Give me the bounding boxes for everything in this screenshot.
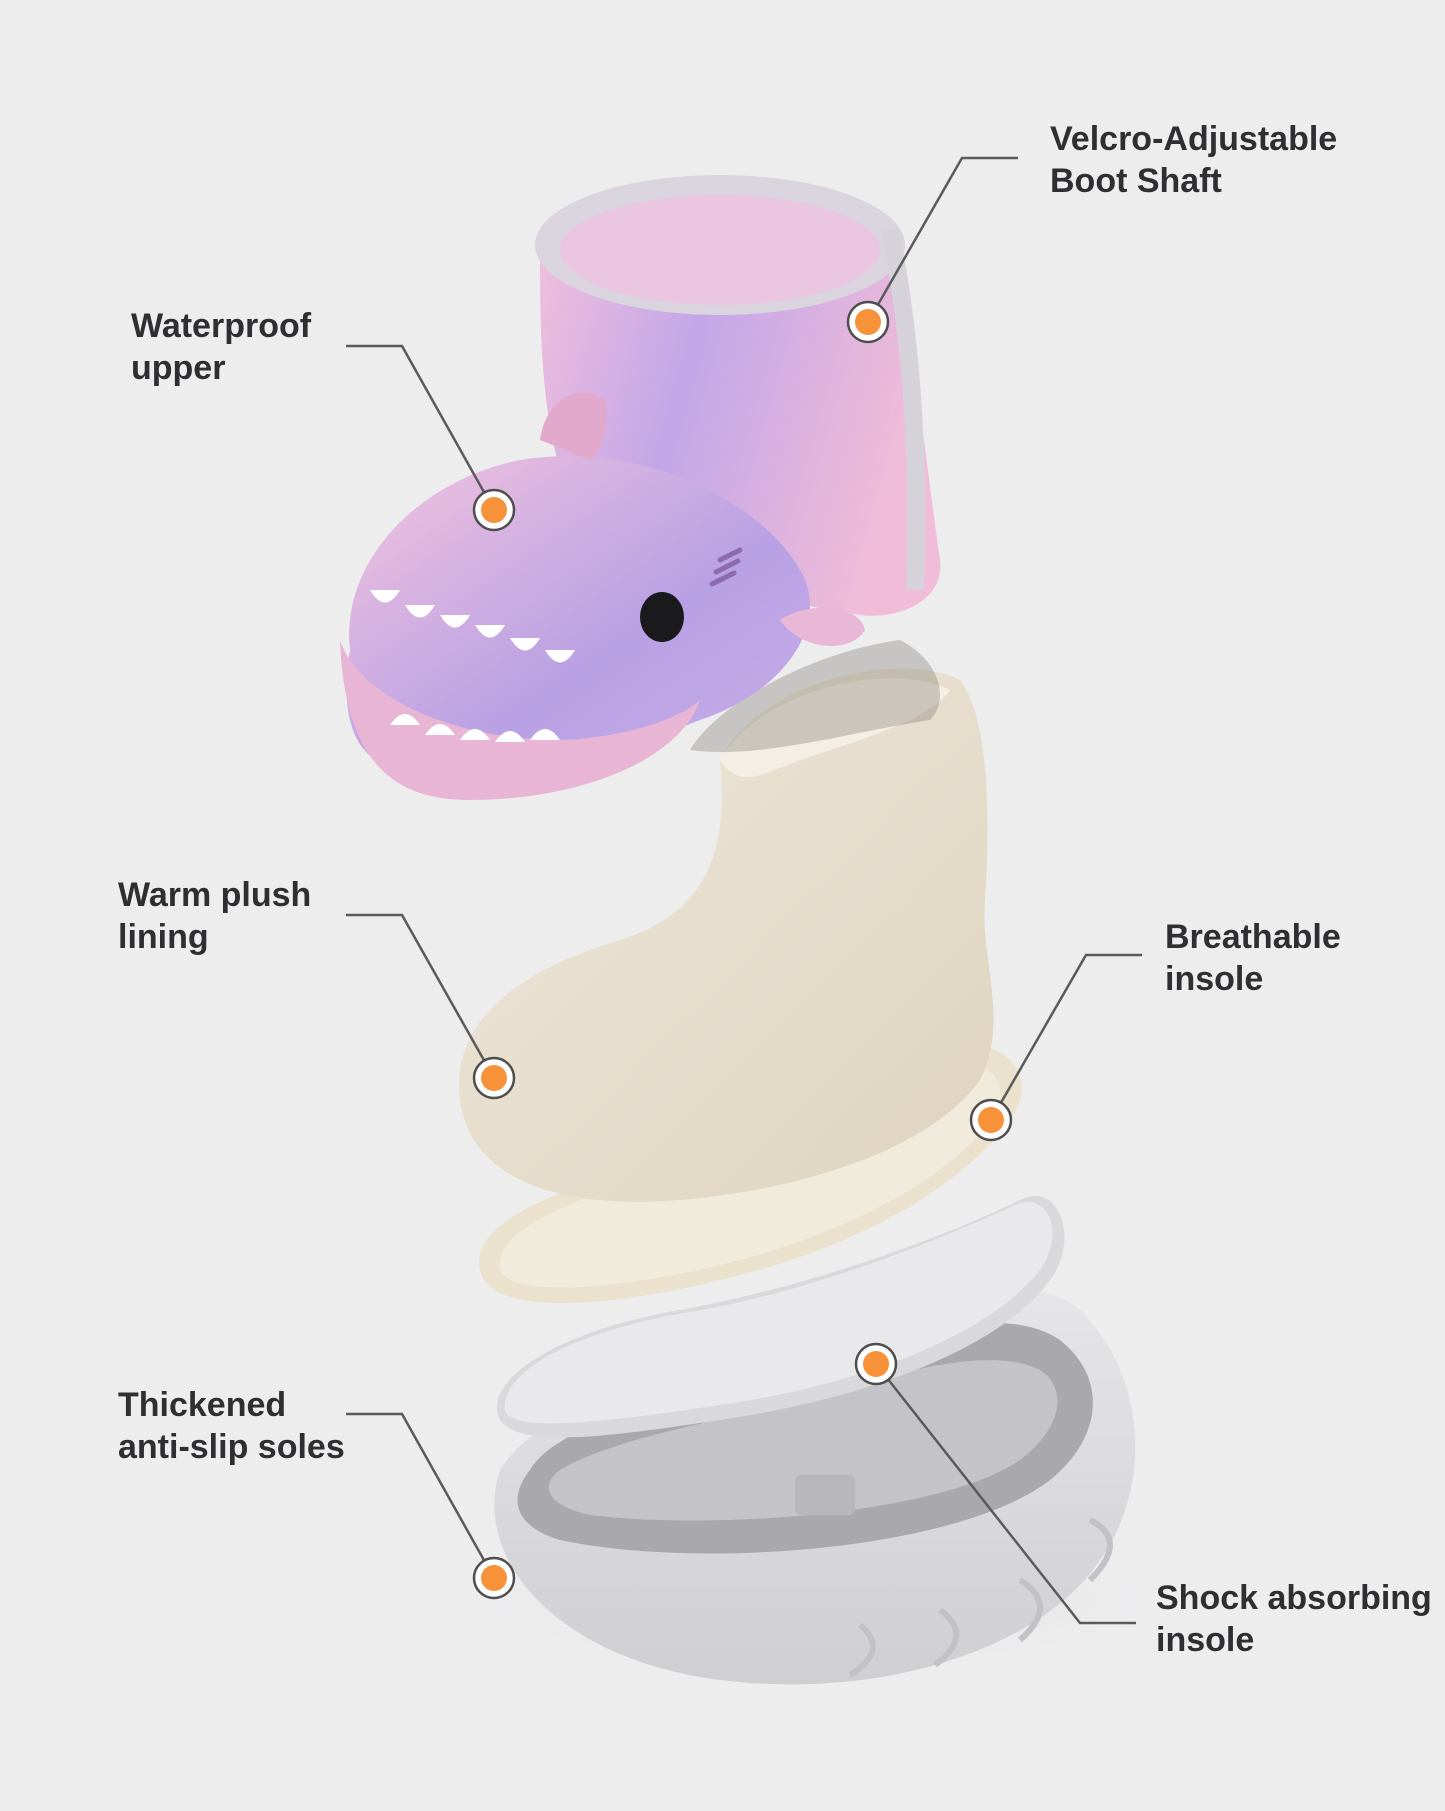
leader-lining — [346, 913, 496, 1079]
marker-lining-icon — [472, 1056, 516, 1100]
marker-shaft-icon — [846, 300, 890, 344]
callout-line: Thickened — [118, 1386, 287, 1424]
markers — [472, 300, 1013, 1600]
callout-line: Waterproof — [131, 307, 312, 345]
callout-line: insole — [1156, 1621, 1255, 1659]
callout-warm-plush-lining: Warm plush lining — [118, 874, 311, 958]
leader-lines — [346, 156, 1142, 1625]
marker-upper-icon — [472, 488, 516, 532]
callout-line: Warm plush — [118, 876, 312, 914]
leader-insole — [989, 953, 1142, 1121]
marker-shock-icon — [854, 1342, 898, 1386]
leader-shaft — [866, 156, 1018, 323]
callout-shock-absorbing-insole: Shock absorbing insole — [1156, 1577, 1432, 1661]
shock-insole — [496, 1196, 1065, 1438]
callout-line: Breathable — [1165, 918, 1341, 956]
leader-shock — [875, 1363, 1136, 1625]
callout-line: Velcro-Adjustable — [1050, 120, 1338, 158]
callout-line: insole — [1165, 960, 1264, 998]
callout-line: anti-slip soles — [118, 1428, 345, 1466]
shark-upper — [340, 175, 941, 800]
leader-upper — [346, 344, 496, 511]
marker-insole-icon — [969, 1098, 1013, 1142]
marker-sole-icon — [472, 1556, 516, 1600]
callout-line: lining — [118, 918, 209, 956]
callout-line: Shock absorbing — [1156, 1579, 1432, 1617]
callout-breathable-insole: Breathable insole — [1165, 916, 1341, 1000]
leader-sole — [346, 1412, 496, 1579]
callout-line: Boot Shaft — [1050, 162, 1222, 200]
callout-line: upper — [131, 349, 226, 387]
outsole — [494, 1287, 1136, 1685]
callout-velcro-shaft: Velcro-Adjustable Boot Shaft — [1050, 118, 1337, 202]
callout-waterproof-upper: Waterproof upper — [131, 305, 311, 389]
plush-lining — [459, 640, 994, 1202]
callout-anti-slip-soles: Thickened anti-slip soles — [118, 1384, 345, 1468]
